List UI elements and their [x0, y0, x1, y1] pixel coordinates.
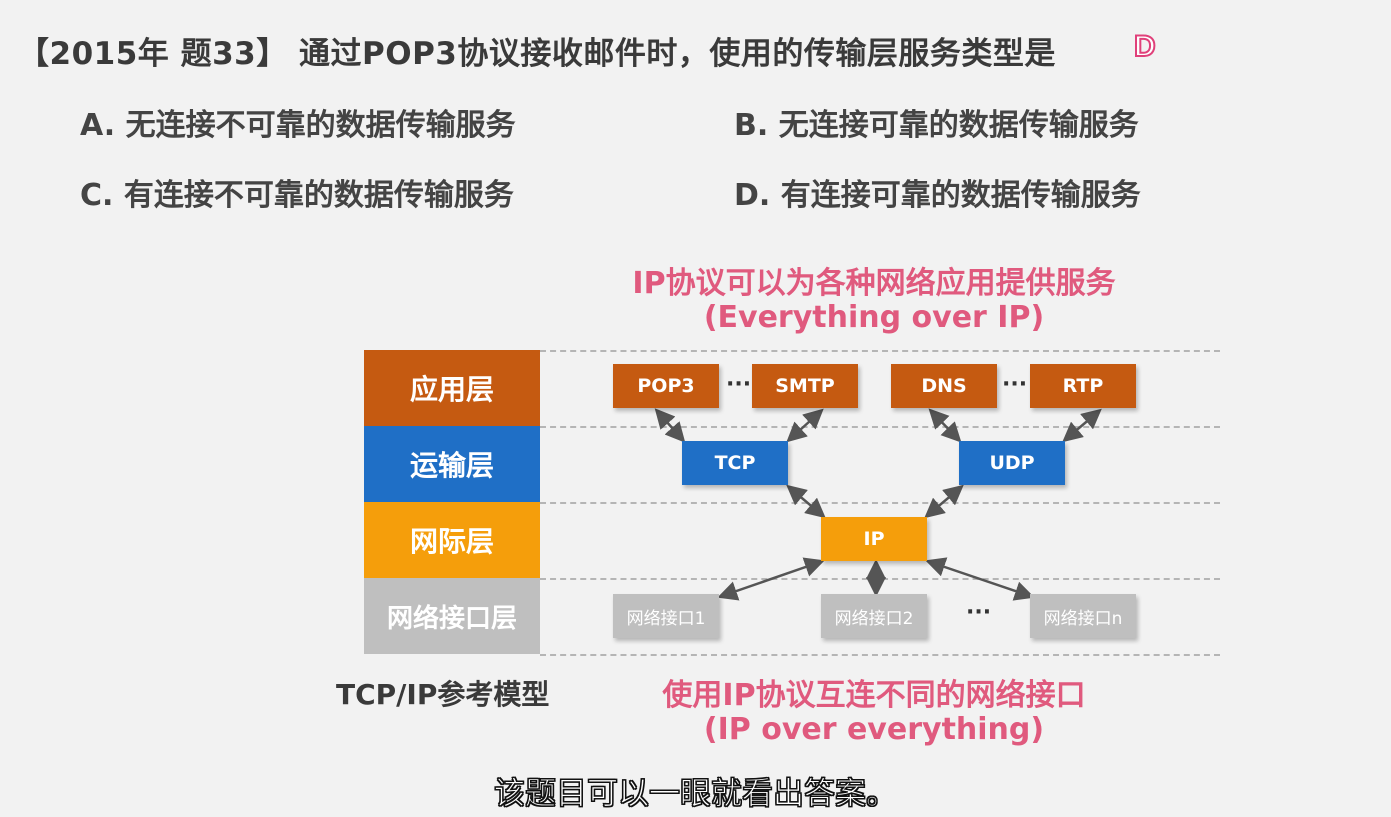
layer-divider [540, 502, 1220, 504]
layer-transport: 运输层 [364, 426, 540, 502]
bottom-caption-en: (IP over everything) [703, 712, 1045, 747]
answer-mark: D [1133, 29, 1157, 64]
top-caption-en: (Everything over IP) [703, 300, 1045, 335]
arrow-tcp-ip [786, 484, 826, 519]
network-interface-n: 网络接口n [1030, 594, 1136, 638]
layer-divider [540, 426, 1220, 428]
video-subtitle: 该题目可以一眼就看出答案。 [494, 776, 898, 813]
protocol-udp: UDP [959, 441, 1065, 485]
protocol-tcp: TCP [682, 441, 788, 485]
protocol-dns: DNS [891, 364, 997, 408]
arrow-ip-if1 [717, 557, 825, 601]
option-d: D. 有连接可靠的数据传输服务 [734, 178, 1141, 213]
layer-network-interface: 网络接口层 [364, 578, 540, 654]
arrow-smtp-tcp [786, 408, 824, 443]
top-caption: IP协议可以为各种网络应用提供服务 [632, 266, 1116, 301]
arrow-rtp-udp [1062, 408, 1102, 443]
network-interface-1: 网络接口1 [613, 594, 719, 638]
ellipsis: ··· [726, 372, 752, 397]
option-c: C. 有连接不可靠的数据传输服务 [80, 178, 514, 213]
network-interface-2: 网络接口2 [821, 594, 927, 638]
arrow-ip-ifn [925, 557, 1035, 601]
layer-divider [540, 654, 1220, 656]
question-title: 【2015年 题33】 通过POP3协议接收邮件时，使用的传输层服务类型是 [18, 36, 1056, 72]
layer-application: 应用层 [364, 350, 540, 426]
model-caption: TCP/IP参考模型 [336, 678, 550, 711]
protocol-ip: IP [821, 517, 927, 561]
arrow-udp-ip [924, 484, 964, 519]
protocol-smtp: SMTP [752, 364, 858, 408]
protocol-rtp: RTP [1030, 364, 1136, 408]
bottom-caption: 使用IP协议互连不同的网络接口 [662, 678, 1086, 713]
layer-divider [540, 350, 1220, 352]
option-a: A. 无连接不可靠的数据传输服务 [80, 108, 516, 143]
option-b: B. 无连接可靠的数据传输服务 [734, 108, 1139, 143]
ellipsis: ··· [966, 600, 992, 625]
layer-internet: 网际层 [364, 502, 540, 578]
ellipsis: ··· [1002, 372, 1028, 397]
protocol-pop3: POP3 [613, 364, 719, 408]
arrow-pop3-tcp [654, 408, 686, 443]
arrow-dns-udp [928, 408, 962, 443]
